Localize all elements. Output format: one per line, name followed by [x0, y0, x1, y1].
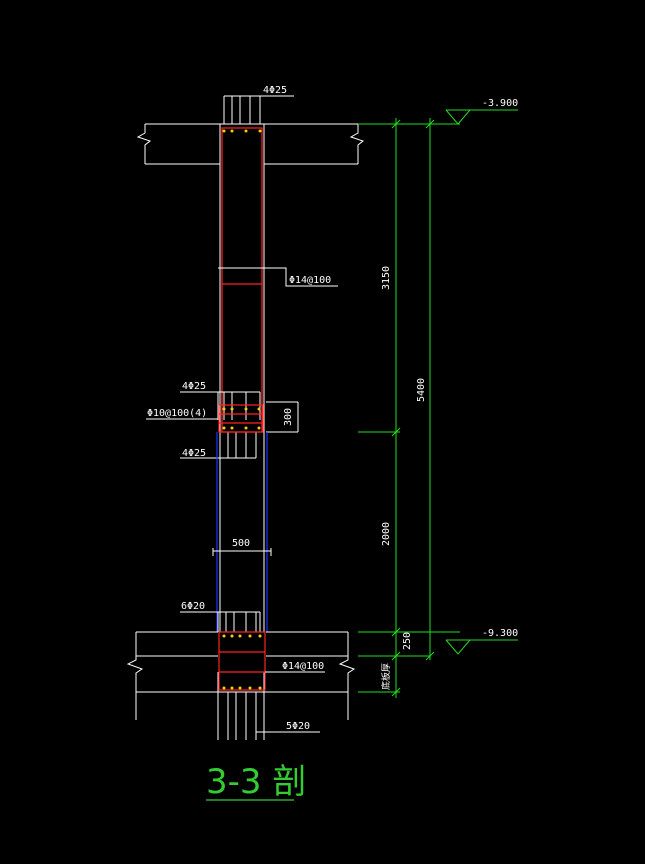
mid-joint-dots [222, 407, 261, 430]
dim-250: 250 [402, 632, 413, 650]
slab-note: 底板厚 [380, 663, 392, 690]
base-slab [126, 631, 356, 740]
dim-500-lines [212, 548, 272, 556]
rebar-mid-lower-label: 4Φ25 [182, 448, 206, 459]
elev-bottom: -9.300 [482, 628, 518, 639]
section-title: 3-3 剖 [206, 762, 306, 802]
dim-3150: 3150 [381, 266, 392, 290]
upper-column [219, 124, 265, 632]
dimension-chain [358, 109, 518, 698]
lower-column [216, 432, 268, 632]
rebar-mid-upper-label: 4Φ25 [182, 381, 206, 392]
bottom-rebar-label: 5Φ20 [286, 721, 310, 732]
stirrup-upper-leader [218, 267, 338, 287]
stirrup-lower-label: Φ14@100 [282, 661, 324, 672]
dim-2000: 2000 [381, 522, 392, 546]
base-rebar [218, 631, 266, 691]
bottom-joint [180, 611, 261, 632]
base-rebar-dots [222, 634, 262, 690]
stirrup-mid-label: Φ10@100(4) [147, 408, 207, 419]
top-rebar-label: 4Φ25 [263, 85, 287, 96]
dim-5400: 5400 [416, 378, 427, 402]
dim-500: 500 [232, 538, 250, 549]
mid-joint [146, 391, 299, 459]
dim-300: 300 [283, 408, 294, 426]
mid-joint-rebar [218, 404, 264, 433]
top-slab [136, 95, 365, 165]
elev-top: -3.900 [482, 98, 518, 109]
stirrup-upper-label: Φ14@100 [289, 275, 331, 286]
top-rebar-dots [222, 129, 262, 133]
bottom-top-rebar-label: 6Φ20 [181, 601, 205, 612]
